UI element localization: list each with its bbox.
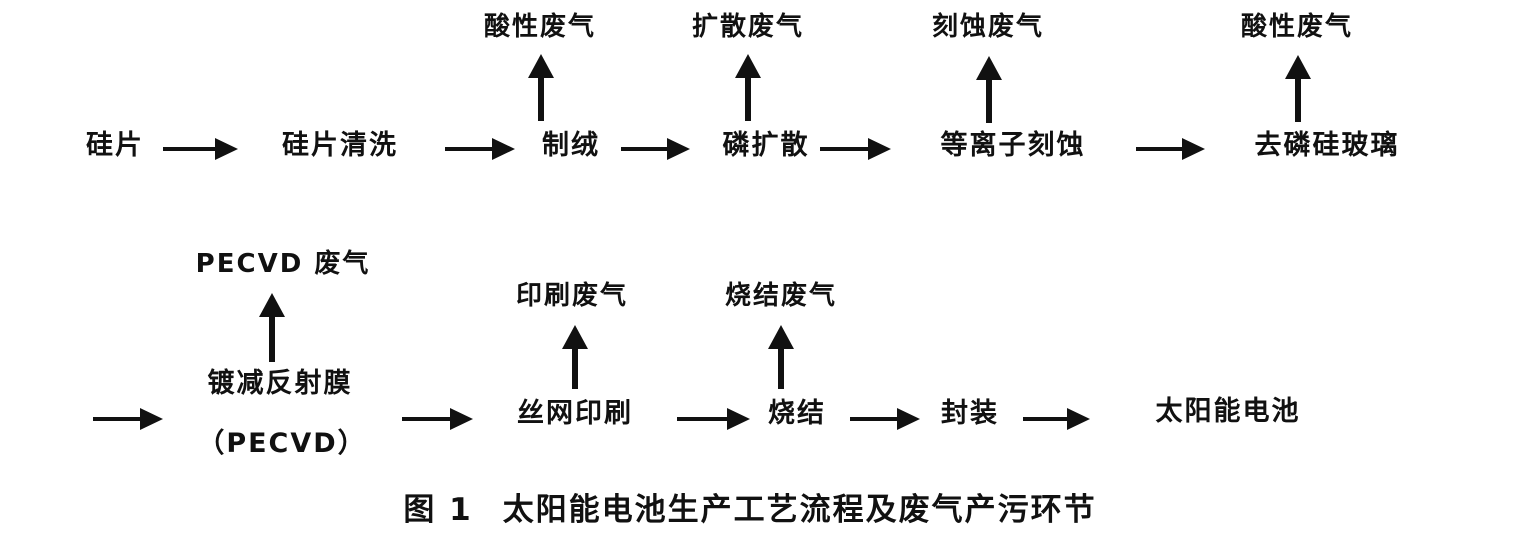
emission-arrow-up-icon [561, 325, 589, 389]
process-node-phos-diffusion: 磷扩散 [722, 130, 810, 161]
emission-arrow-up-icon [975, 56, 1003, 123]
process-node-silicon-wafer: 硅片 [86, 130, 144, 161]
emission-label-acid-gas-1: 酸性废气 [483, 12, 597, 42]
process-node-texturing: 制绒 [542, 130, 600, 161]
emission-arrow-up-icon [734, 54, 762, 121]
emission-label-sintering-gas: 烧结废气 [724, 281, 838, 311]
emission-label-etching-gas: 刻蚀废气 [931, 12, 1045, 42]
process-node-sintering: 烧结 [768, 398, 826, 429]
process-node-psg-removal: 去磷硅玻璃 [1254, 130, 1400, 161]
flow-arrow-right-icon [1136, 138, 1205, 160]
emission-label-printing-gas: 印刷废气 [515, 281, 629, 311]
flow-arrow-right-icon [402, 408, 473, 430]
flow-arrow-right-icon [621, 138, 690, 160]
figure-caption-title: 太阳能电池生产工艺流程及废气产污环节 [502, 492, 1097, 528]
emission-arrow-up-icon [258, 293, 286, 362]
figure-caption-number: 图 1 [403, 492, 473, 528]
process-node-wafer-cleaning: 硅片清洗 [282, 130, 398, 161]
flow-arrow-right-icon [850, 408, 920, 430]
process-node-arc-coating: 镀减反射膜 [207, 368, 353, 399]
process-node-plasma-etching: 等离子刻蚀 [940, 130, 1086, 161]
flow-arrow-right-icon [677, 408, 750, 430]
flow-arrow-right-icon [93, 408, 163, 430]
emission-label-acid-gas-2: 酸性废气 [1240, 12, 1354, 42]
figure-caption: 图 1 太阳能电池生产工艺流程及废气产污环节 [403, 484, 1096, 529]
process-node-arc-coating-sub: （PECVD） [197, 428, 367, 459]
flow-arrow-right-icon [445, 138, 515, 160]
process-node-solar-cell: 太阳能电池 [1155, 396, 1301, 427]
emission-label-diffusion-gas: 扩散废气 [691, 12, 805, 42]
emission-arrow-up-icon [1284, 55, 1312, 122]
process-node-screen-printing: 丝网印刷 [517, 398, 633, 429]
flow-arrow-right-icon [163, 138, 238, 160]
flow-arrow-right-icon [820, 138, 891, 160]
flow-arrow-right-icon [1023, 408, 1090, 430]
emission-arrow-up-icon [767, 325, 795, 389]
emission-label-pecvd-gas: PECVD 废气 [195, 249, 371, 279]
process-node-packaging: 封装 [941, 398, 999, 429]
emission-arrow-up-icon [527, 54, 555, 121]
